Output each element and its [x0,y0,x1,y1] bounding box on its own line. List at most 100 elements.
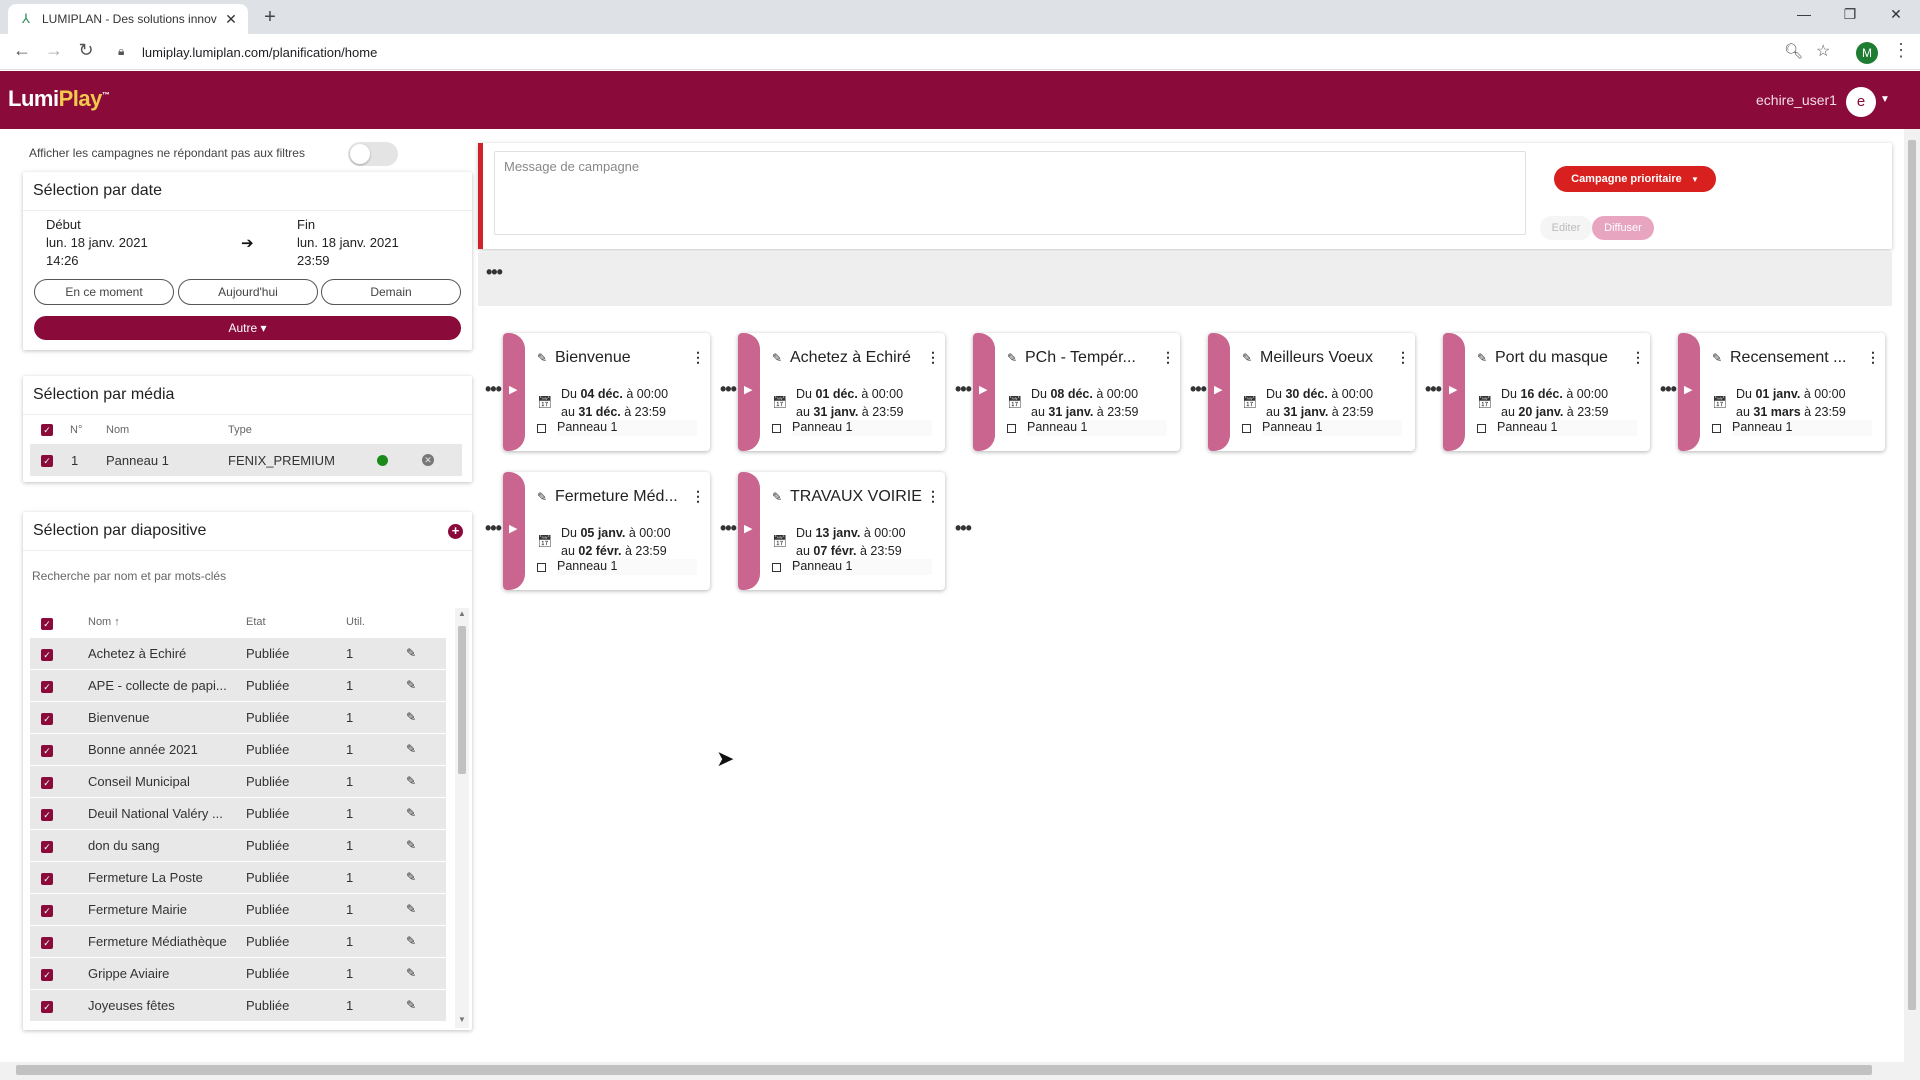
campaign-play-tab[interactable]: ▶ [503,472,525,590]
campaign-play-tab[interactable]: ▶ [503,333,525,451]
campaign-connector-more-icon[interactable]: ••• [955,379,972,399]
campaign-title[interactable]: PCh - Tempér... [1025,349,1136,366]
edit-pencil-icon[interactable]: ✎ [406,806,417,820]
campaign-menu-icon[interactable]: ⋮ [926,349,940,365]
slide-row-checkbox[interactable]: ✓ [41,649,53,661]
edit-pencil-icon[interactable]: ✎ [1007,351,1018,365]
bookmark-star-icon[interactable]: ☆ [1816,43,1831,60]
horizontal-scroll-thumb[interactable] [16,1065,1872,1075]
campaign-connector-more-icon[interactable]: ••• [720,379,737,399]
campaign-card[interactable]: ▶✎Fermeture Méd...⋮📅︎Du 05 janv. à 00:00… [503,472,710,590]
slide-row-checkbox[interactable]: ✓ [41,713,53,725]
slide-search-input[interactable]: Recherche par nom et par mots-clés [32,569,227,583]
campaign-connector-more-icon[interactable]: ••• [485,518,502,538]
campaign-play-tab[interactable]: ▶ [738,472,760,590]
campaign-connector-more-icon[interactable]: ••• [485,379,502,399]
play-icon[interactable]: ▶ [1684,384,1693,396]
media-remove-icon[interactable]: ✕ [422,454,434,466]
play-icon[interactable]: ▶ [744,384,753,396]
priority-campaign-button[interactable]: Campagne prioritaire ▼ [1554,166,1716,192]
slide-list-scroll-thumb[interactable] [458,626,466,774]
campaign-connector-more-icon[interactable]: ••• [720,518,737,538]
end-date[interactable]: lun. 18 janv. 2021 [297,235,399,250]
campaign-connector-more-icon[interactable]: ••• [1190,379,1207,399]
play-icon[interactable]: ▶ [1214,384,1223,396]
lumiplay-logo[interactable]: LumiPlay™ [8,86,110,111]
edit-pencil-icon[interactable]: ✎ [537,351,548,365]
campaign-menu-icon[interactable]: ⋮ [926,488,940,504]
campaign-menu-icon[interactable]: ⋮ [1161,349,1175,365]
campaign-menu-icon[interactable]: ⋮ [1396,349,1410,365]
edit-pencil-icon[interactable]: ✎ [406,838,417,852]
today-button[interactable]: Aujourd'hui [178,279,318,305]
edit-pencil-icon[interactable]: ✎ [537,490,548,504]
campaign-play-tab[interactable]: ▶ [738,333,760,451]
reload-icon[interactable]: ↻ [78,40,94,60]
media-row[interactable]: ✓ 1 Panneau 1 FENIX_PREMIUM ✕ [30,444,462,476]
edit-pencil-icon[interactable]: ✎ [1477,351,1488,365]
campaign-menu-icon[interactable]: ⋮ [1631,349,1645,365]
end-time[interactable]: 23:59 [297,253,330,268]
media-row-checkbox[interactable]: ✓ [41,455,53,467]
campaign-message-input[interactable]: Message de campagne [494,151,1526,235]
media-select-all-checkbox[interactable]: ✓ [41,424,53,436]
edit-pencil-icon[interactable]: ✎ [772,490,783,504]
restore-icon[interactable]: ❐ [1843,6,1857,22]
slide-row-checkbox[interactable]: ✓ [41,809,53,821]
slide-row-checkbox[interactable]: ✓ [41,937,53,949]
campaign-menu-icon[interactable]: ⋮ [1866,349,1880,365]
close-tab-icon[interactable]: ✕ [225,10,237,27]
edit-pencil-icon[interactable]: ✎ [406,774,417,788]
edit-button[interactable]: Editer [1540,216,1592,240]
campaign-play-tab[interactable]: ▶ [1208,333,1230,451]
slide-row-checkbox[interactable]: ✓ [41,905,53,917]
slide-row-checkbox[interactable]: ✓ [41,1001,53,1013]
slide-row-checkbox[interactable]: ✓ [41,681,53,693]
slide-select-all-checkbox[interactable]: ✓ [41,618,53,630]
campaign-add-more-icon[interactable]: ••• [955,518,972,538]
scroll-down-icon[interactable]: ▼ [458,1015,466,1024]
campaign-title[interactable]: Meilleurs Voeux [1260,349,1373,366]
campaign-menu-icon[interactable]: ⋮ [691,349,705,365]
user-avatar[interactable]: e [1846,87,1876,117]
campaign-connector-more-icon[interactable]: ••• [1660,379,1677,399]
browser-tab[interactable]: ⅄ LUMIPLAN - Des solutions innov ✕ [8,4,248,34]
zoom-icon[interactable]: 🔍︎ [1784,43,1804,60]
slide-row-checkbox[interactable]: ✓ [41,873,53,885]
browser-menu-icon[interactable]: ⋮ [1892,40,1910,60]
campaign-title[interactable]: TRAVAUX VOIRIE [790,488,922,505]
campaign-title[interactable]: Recensement ... [1730,349,1847,366]
url-field[interactable]: lumiplay.lumiplan.com/planification/home [142,45,378,60]
profile-avatar[interactable]: M [1856,42,1878,64]
minimize-icon[interactable]: — [1797,6,1811,22]
scroll-up-icon[interactable]: ▲ [458,609,466,618]
play-icon[interactable]: ▶ [509,384,518,396]
edit-pencil-icon[interactable]: ✎ [1242,351,1253,365]
forward-icon[interactable]: → [45,40,63,60]
other-date-button[interactable]: Autre ▾ [34,316,461,340]
campaign-title[interactable]: Fermeture Méd... [555,488,678,505]
campaign-play-tab[interactable]: ▶ [1443,333,1465,451]
play-icon[interactable]: ▶ [744,523,753,535]
edit-pencil-icon[interactable]: ✎ [772,351,783,365]
timeline-more-icon[interactable]: ••• [486,262,503,282]
edit-pencil-icon[interactable]: ✎ [406,710,417,724]
play-icon[interactable]: ▶ [1449,384,1458,396]
edit-pencil-icon[interactable]: ✎ [406,742,417,756]
campaign-title[interactable]: Bienvenue [555,349,631,366]
edit-pencil-icon[interactable]: ✎ [1712,351,1723,365]
campaign-menu-icon[interactable]: ⋮ [691,488,705,504]
